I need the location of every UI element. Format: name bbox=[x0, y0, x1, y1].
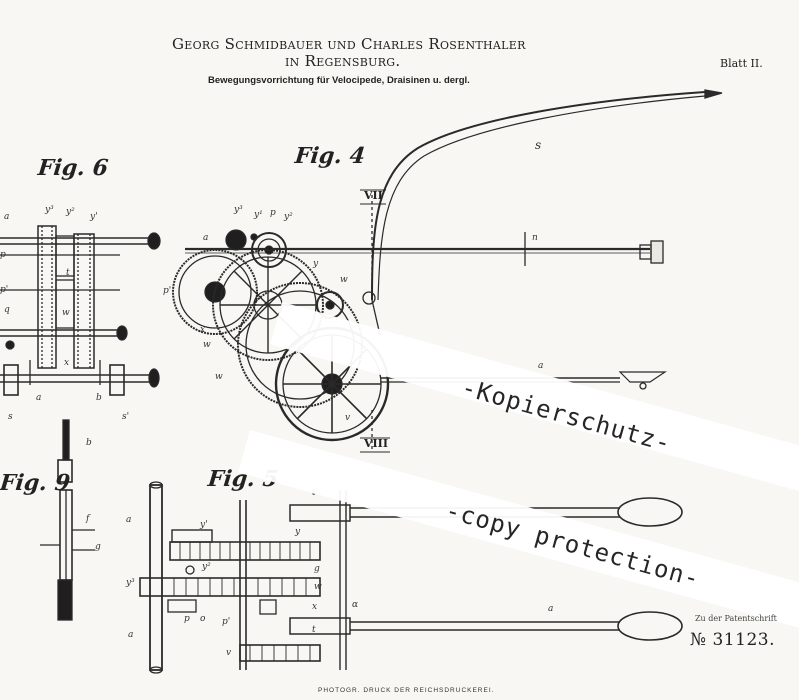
fig9-label-b: b bbox=[86, 438, 92, 448]
fig5-label-x: x bbox=[312, 602, 317, 612]
fig6-label-p1: p' bbox=[0, 285, 8, 295]
fig6-label-p: p bbox=[0, 250, 6, 260]
patent-subtitle: Bewegungsvorrichtung für Velocipede, Dra… bbox=[208, 75, 470, 86]
fig4-label-a2: a bbox=[538, 361, 543, 371]
fig4-label-y3: y³ bbox=[234, 205, 243, 215]
fig4-label-y1: y¹ bbox=[254, 210, 263, 220]
fig5-label-y3: y³ bbox=[126, 578, 135, 588]
figure-6-title: Fig. 6 bbox=[37, 155, 110, 181]
fig4-label-w2: w bbox=[215, 372, 223, 382]
fig6-label-y3: y³ bbox=[45, 205, 54, 215]
fig5-label-a2: a bbox=[548, 604, 553, 614]
fig4-label-x: x bbox=[200, 325, 205, 335]
fig5-label-o: o bbox=[200, 614, 205, 624]
printer-credit: PHOTOGR. DRUCK DER REICHSDRUCKEREI. bbox=[318, 687, 494, 694]
fig9-label-g: g bbox=[95, 542, 101, 552]
fig5-label-y: y bbox=[295, 527, 300, 537]
fig9-label-f: f bbox=[86, 514, 89, 524]
fig4-label-w: w bbox=[340, 275, 348, 285]
figure-9-title: Fig. 9 bbox=[0, 470, 71, 496]
fig6-label-x: x bbox=[64, 358, 69, 368]
fig4-label-p1: p' bbox=[163, 286, 171, 296]
fig5-label-y1: y' bbox=[200, 520, 208, 530]
fig5-label-a: a bbox=[126, 515, 131, 525]
fig6-label-q: q bbox=[4, 305, 10, 315]
fig5-label-t: t bbox=[312, 625, 316, 635]
fig5-label-alpha: α bbox=[352, 600, 358, 610]
inventor-names: Georg Schmidbauer und Charles Rosenthale… bbox=[172, 35, 526, 53]
fig4-label-y: y bbox=[313, 259, 318, 269]
fig5-label-g: g bbox=[314, 564, 320, 574]
fig4-label-s: s bbox=[535, 138, 541, 152]
fig4-label-a: a bbox=[203, 233, 208, 243]
figure-4-title: Fig. 4 bbox=[294, 143, 367, 169]
fig6-label-y2: y² bbox=[66, 207, 75, 217]
fig4-label-y2: y² bbox=[284, 212, 293, 222]
fig6-drawing bbox=[0, 226, 160, 395]
fig6-label-b: b bbox=[96, 393, 102, 403]
fig4-label-v: v bbox=[345, 413, 350, 423]
fig6-label-s2: s' bbox=[122, 412, 129, 422]
fig5-label-v: v bbox=[226, 648, 231, 658]
section-mark-lower: VIII bbox=[364, 437, 388, 450]
fig6-label-a: a bbox=[4, 212, 9, 222]
patent-note: Zu der Patentschrift bbox=[695, 614, 777, 623]
fig6-label-t: t bbox=[66, 268, 70, 278]
fig4-label-p: p bbox=[270, 208, 276, 218]
fig4-label-w1: w bbox=[203, 340, 211, 350]
inventor-location: in Regensburg. bbox=[285, 52, 400, 70]
fig4-drawing bbox=[173, 90, 722, 450]
patent-number: № 31123. bbox=[690, 630, 775, 650]
fig4-label-n: n bbox=[532, 233, 538, 243]
fig5-label-p1: p' bbox=[222, 617, 230, 627]
sheet-number: Blatt II. bbox=[720, 57, 763, 70]
fig6-label-w: w bbox=[62, 308, 70, 318]
fig5-label-w: w bbox=[314, 582, 322, 592]
fig6-label-a2: a bbox=[36, 393, 41, 403]
fig5-label-a3: a bbox=[128, 630, 133, 640]
fig5-label-y2: y² bbox=[202, 562, 211, 572]
fig6-label-y1: y' bbox=[90, 212, 98, 222]
fig5-label-p: p bbox=[184, 614, 190, 624]
section-mark-upper: VII bbox=[364, 189, 383, 202]
fig6-label-s1: s bbox=[8, 412, 13, 422]
